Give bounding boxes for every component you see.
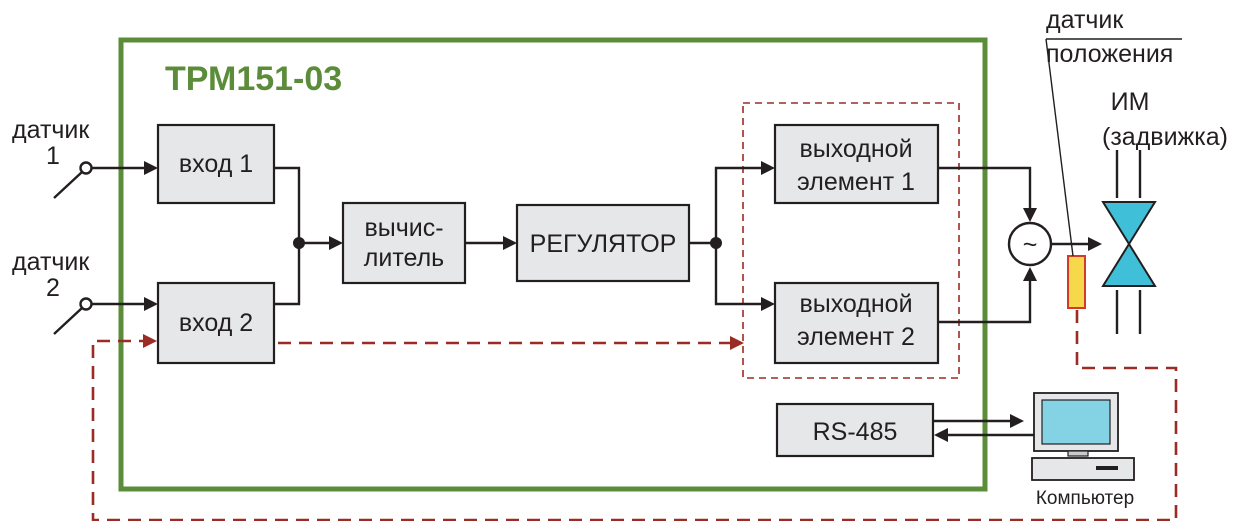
- actuator-label-line1: ИМ: [1111, 88, 1150, 116]
- sensor1-arrow-head: [144, 161, 158, 175]
- rs485-block: [775, 402, 935, 458]
- actuator-label-line2: (задвижка): [1102, 123, 1228, 151]
- output2-to-motor-wire: [938, 277, 1032, 324]
- output2-block: [773, 281, 940, 365]
- output-group-frame: [742, 102, 960, 379]
- sensor2-terminal-icon: [79, 297, 93, 311]
- motor-symbol: ~: [1023, 231, 1038, 259]
- motor-top-arrow-head: [1023, 208, 1037, 222]
- device-frame: [118, 37, 988, 492]
- calculator-arrow-head: [329, 236, 343, 250]
- computer-label: Компьютер: [1036, 488, 1134, 509]
- position-sensor-label-line2: положения: [1046, 40, 1173, 68]
- rs485-label: RS-485: [813, 418, 898, 446]
- output1-arrow-head: [761, 161, 775, 175]
- input2-block: [156, 281, 276, 365]
- computer-to-rs485-arrow-head: [934, 428, 948, 442]
- input2-to-outputs-arrow-head: [730, 336, 744, 350]
- output2-label-line1: выходной: [799, 290, 912, 318]
- output2-label-line2: элемент 2: [797, 323, 915, 351]
- feedback-arrow-head: [143, 334, 157, 348]
- position-sensor-leader-line: [1045, 38, 1074, 257]
- sensor1-label-line2: 1: [46, 142, 60, 170]
- valve-arrow-head: [1088, 237, 1102, 251]
- position-sensor-label-line1: датчик: [1046, 6, 1124, 34]
- input1-block: [156, 123, 276, 205]
- output2-arrow-head: [761, 297, 775, 311]
- calculator-label-line1: вычис-: [364, 214, 443, 242]
- regulator-label: РЕГУЛЯТОР: [530, 230, 677, 258]
- input1-to-junction-wire: [274, 166, 301, 243]
- output1-to-motor-wire: [938, 166, 1032, 212]
- valve-icon: [1101, 201, 1157, 287]
- junction-to-output1-wire: [714, 166, 765, 243]
- sensor2-label-line2: 2: [46, 274, 60, 302]
- regulator-arrow-head: [503, 236, 517, 250]
- rs485-to-computer-arrow-head: [1010, 414, 1024, 428]
- input1-label: вход 1: [179, 150, 253, 178]
- output1-label-line1: выходной: [799, 135, 912, 163]
- sensor1-label-line1: датчик: [12, 116, 90, 144]
- computer-icon: [1031, 392, 1135, 481]
- motor-bottom-arrow-head: [1023, 267, 1037, 281]
- position-sensor-icon: [1067, 255, 1086, 309]
- sensor1-switch-icon: [53, 171, 83, 199]
- input2-to-junction-wire: [274, 243, 301, 306]
- calculator-block: [341, 201, 467, 285]
- sensor2-switch-icon: [53, 307, 83, 335]
- device-title: ТРМ151-03: [165, 60, 342, 98]
- junction-to-output2-wire: [714, 243, 765, 306]
- output1-block: [773, 123, 940, 205]
- calculator-label-line2: литель: [364, 244, 444, 272]
- sensor2-arrow-head: [144, 297, 158, 311]
- sensor2-label-line1: датчик: [12, 248, 90, 276]
- output1-label-line2: элемент 1: [797, 168, 915, 196]
- sensor1-terminal-icon: [79, 161, 93, 175]
- input2-label: вход 2: [179, 309, 253, 337]
